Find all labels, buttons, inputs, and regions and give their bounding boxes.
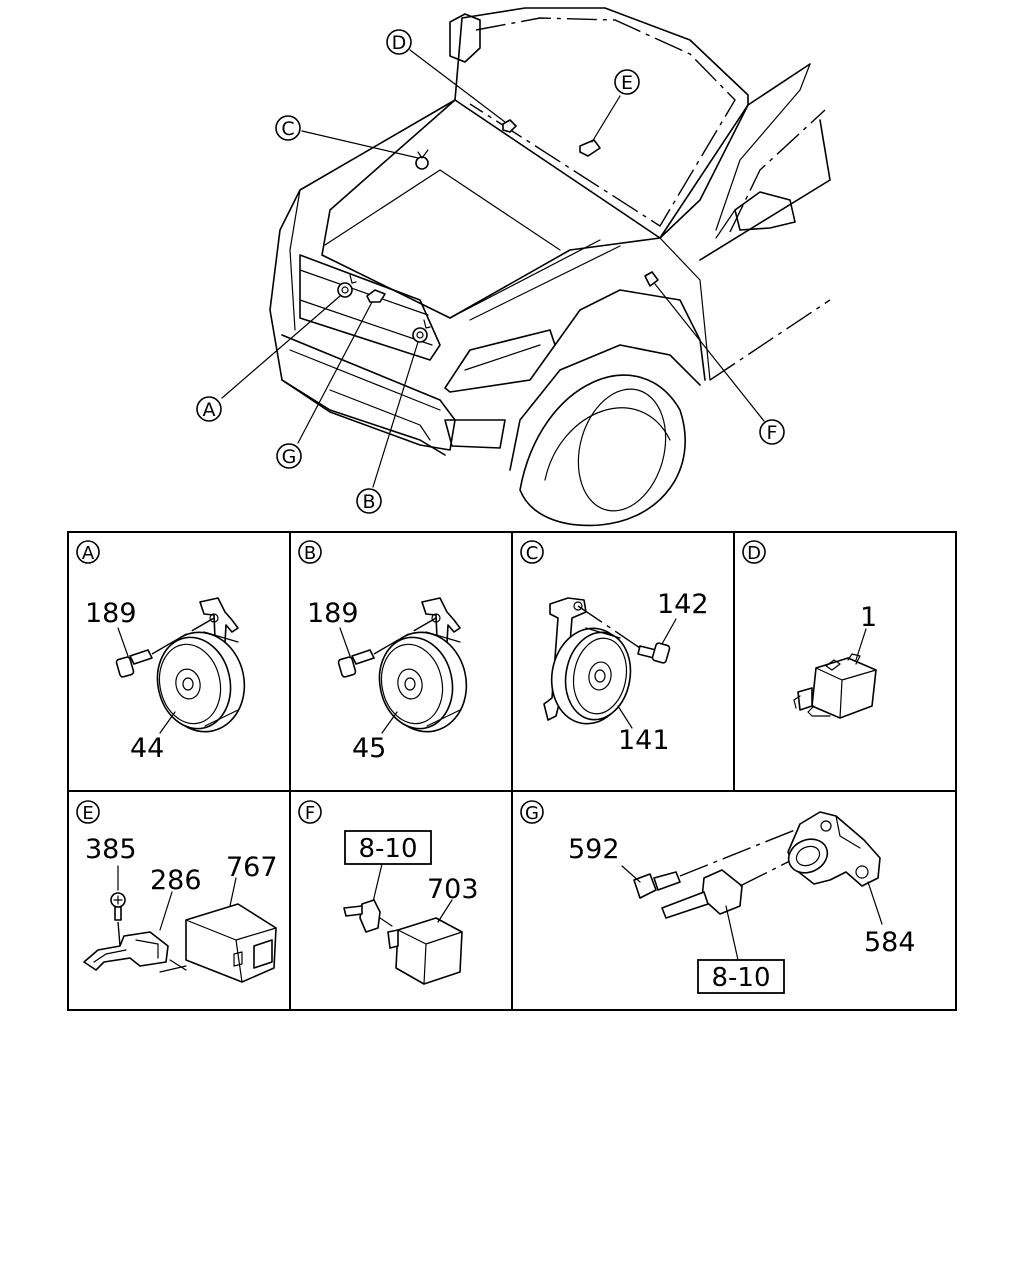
panel-d: D 1 [742,540,877,719]
panel-a-label-189: 189 [85,598,137,629]
panel-c: C 142 141 [520,540,709,756]
panel-b-label-189: 189 [307,598,359,629]
panel-e-label-767: 767 [226,852,278,883]
panel-f-letter: F [305,803,315,824]
horn-45 [378,597,468,733]
callout-b: B [356,488,382,514]
horn-44 [156,597,246,733]
panel-a: A 189 44 [76,540,246,764]
callout-c: C [275,115,301,141]
panel-c-label-142: 142 [657,589,709,620]
sensor-plug-g [661,855,801,919]
callout-g: G [276,443,302,469]
panel-a-letter: A [82,543,95,564]
panel-c-letter: C [526,543,539,564]
screw-385 [110,892,126,947]
relay-703 [387,917,463,985]
horn-141 [543,597,632,725]
module-767 [159,903,277,983]
panel-e-label-385: 385 [85,834,137,865]
callout-leaders [221,49,765,488]
panel-f: F 8-10 703 [298,800,479,985]
panel-c-label-141: 141 [618,725,670,756]
relay-1 [793,653,877,719]
svg-text:C: C [281,118,294,140]
bracket-584 [787,811,881,887]
ref-box-f: 8-10 [344,830,432,865]
bolt-142 [577,605,671,664]
panel-e-letter: E [82,803,93,824]
panel-g-letter: G [525,803,539,824]
panel-f-ref: 8-10 [358,834,417,864]
panel-d-letter: D [747,543,761,564]
panel-g-ref: 8-10 [711,963,770,993]
panel-e-label-286: 286 [150,865,202,896]
svg-text:A: A [203,399,216,421]
panel-a-label-44: 44 [130,733,164,764]
callout-a: A [196,396,222,422]
panel-e: E 385 286 767 [76,800,278,983]
panel-b: B 189 45 [298,540,468,764]
panel-g-label-584: 584 [864,927,916,958]
ref-box-g: 8-10 [697,959,785,994]
panel-g-label-592: 592 [568,834,620,865]
bolt-189-b [337,617,437,678]
svg-text:B: B [362,491,375,513]
connector-f [343,899,393,933]
detail-grid [67,531,957,1011]
callout-e: E [614,69,640,95]
panel-b-letter: B [304,543,316,564]
vehicle-illustration [269,7,831,527]
svg-text:G: G [282,446,297,468]
bolt-592 [633,827,801,899]
svg-text:E: E [621,72,633,94]
panel-b-label-45: 45 [352,733,386,764]
callout-d: D [386,29,412,55]
panel-d-label-1: 1 [860,602,877,633]
callout-f: F [759,419,785,445]
svg-text:D: D [392,32,407,54]
bolt-189-a [115,617,215,678]
svg-text:F: F [767,422,778,444]
panel-g: G 8-10 592 584 [520,800,916,994]
panel-f-label-703: 703 [427,874,479,905]
bracket-286 [83,931,169,971]
